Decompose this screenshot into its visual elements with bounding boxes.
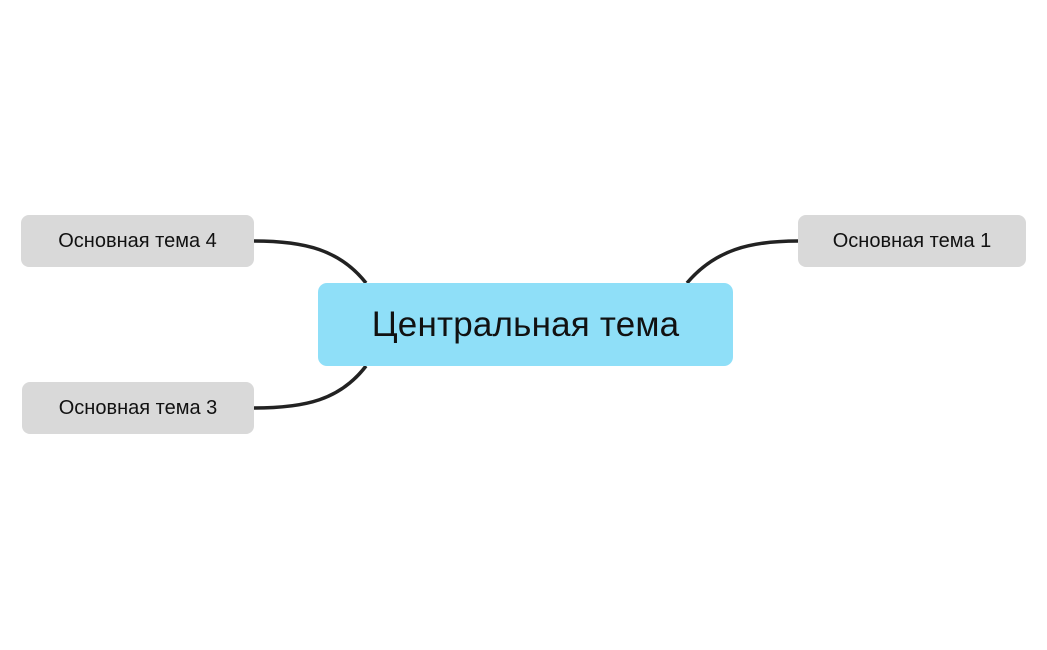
connector-topic-4 <box>253 239 368 285</box>
central-topic-node[interactable]: Центральная тема <box>318 283 733 366</box>
central-topic-label: Центральная тема <box>371 304 680 344</box>
connector-topic-3 <box>253 364 368 410</box>
main-topic-1-label: Основная тема 1 <box>832 229 992 252</box>
main-topic-4-label: Основная тема 4 <box>58 229 217 252</box>
main-topic-1-node[interactable]: Основная тема 1 <box>798 215 1026 267</box>
main-topic-4-node[interactable]: Основная тема 4 <box>21 215 254 267</box>
connector-topic-1 <box>685 239 799 285</box>
main-topic-3-label: Основная тема 3 <box>58 396 218 419</box>
main-topic-3-node[interactable]: Основная тема 3 <box>22 382 254 434</box>
